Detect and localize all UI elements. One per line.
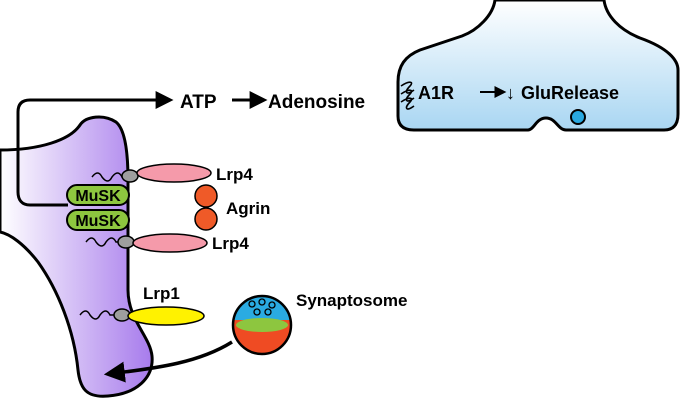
glu-release-label: GluRelease (521, 83, 619, 103)
musk-top-label: MuSK (75, 188, 121, 205)
synaptosome-band (236, 318, 288, 332)
agrin-circle-bottom (194, 207, 218, 231)
glutamate-vesicle (570, 109, 586, 125)
down-arrow-label: ↓ (506, 83, 515, 103)
musk-bottom-box (66, 209, 130, 231)
lrp4-bottom-receptor (132, 233, 208, 253)
presynaptic-terminal (396, 0, 680, 132)
lrp4-bottom-tether (85, 237, 122, 247)
synaptosome-label: Synaptosome (296, 291, 407, 310)
lrp1-label: Lrp1 (143, 284, 180, 303)
muscle-cell (0, 115, 154, 398)
lrp4-bottom-connector (117, 235, 135, 249)
atp-label: ATP (180, 92, 217, 113)
lrp4-top-tether (91, 172, 129, 182)
lrp4-top-label: Lrp4 (216, 165, 253, 184)
release-loop-arrow (16, 91, 174, 207)
a1r-label: A1R (418, 83, 454, 103)
adenosine-label: Adenosine (268, 92, 365, 113)
agrin-label: Agrin (226, 199, 270, 218)
musk-bottom-label: MuSK (75, 213, 121, 230)
synaptosome-to-muscle-arrow (103, 340, 233, 383)
lrp4-top-receptor (136, 163, 212, 183)
synaptosome-icon (231, 294, 293, 356)
musk-top-box (66, 184, 130, 206)
lrp4-bottom-label: Lrp4 (212, 234, 249, 253)
lrp1-tether (79, 310, 118, 320)
lrp4-top-connector (121, 169, 139, 183)
lrp1-receptor (127, 306, 205, 326)
a1r-receptor-icon (400, 81, 415, 110)
agrin-circle-top (194, 184, 218, 208)
